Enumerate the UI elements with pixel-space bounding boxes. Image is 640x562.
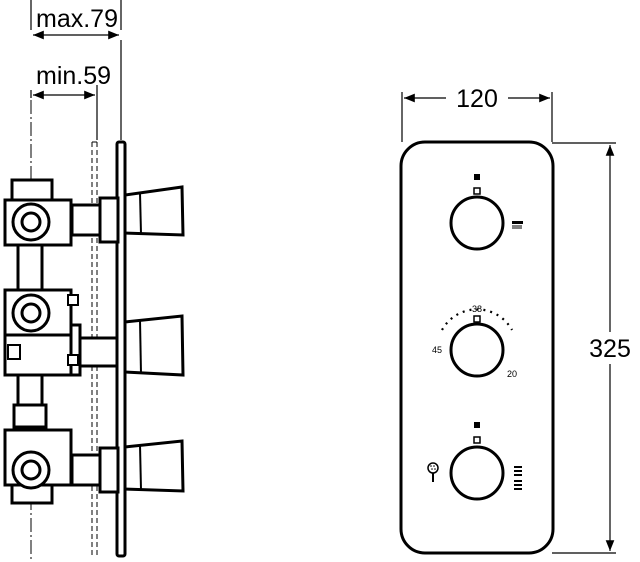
hand-shower-icon (427, 462, 439, 482)
dimension-width-label: 120 (456, 85, 498, 113)
dimension-min-label: min.59 (36, 62, 111, 90)
temp-label-20: 20 (507, 369, 517, 379)
side-view: max.79 min.59 (3, 0, 185, 560)
front-view: 120 325 (399, 82, 640, 555)
knob-bottom (449, 422, 505, 501)
valve-nuts (7, 294, 79, 366)
handle-side-middle (123, 314, 185, 377)
overhead-shower-icon (514, 466, 522, 490)
temp-label-38: 38 (472, 304, 482, 314)
bath-outlet-icon (512, 221, 523, 229)
knob-thermostatic: 38 45 20 (432, 304, 517, 379)
dimension-max-label: max.79 (36, 5, 118, 33)
dimension-height-label: 325 (589, 335, 631, 363)
knob-top (449, 174, 505, 251)
dimension-max: max.79 (30, 0, 122, 40)
temp-label-45: 45 (432, 345, 442, 355)
dimension-height: 325 (552, 142, 640, 554)
pipe-connectors (11, 202, 51, 490)
dimension-width: 120 (401, 82, 553, 142)
dimension-min: min.59 (30, 40, 122, 140)
temperature-scale-arc (441, 308, 513, 331)
handle-side-bottom (123, 439, 185, 493)
handle-side-top (123, 185, 185, 237)
